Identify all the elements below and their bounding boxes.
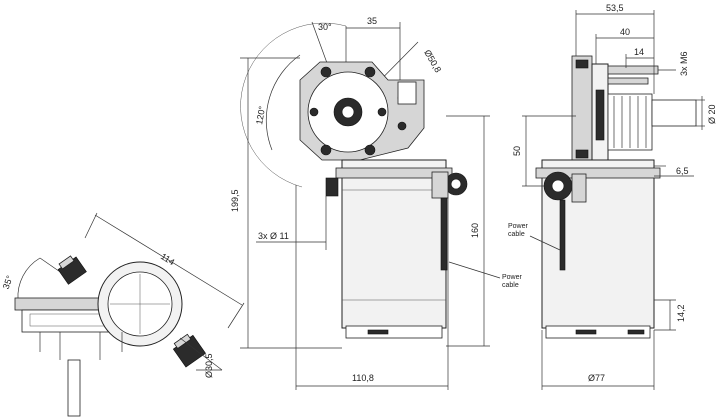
- dim-14-top: 14: [634, 47, 644, 57]
- dim-114: 114: [159, 251, 176, 267]
- dim-20: Ø 20: [707, 104, 717, 124]
- dim-14-2: 14,2: [676, 304, 686, 322]
- side-power-cable-label-2: cable: [508, 231, 525, 238]
- dim-40: 40: [620, 27, 630, 37]
- dim-120-deg: 120°: [254, 105, 267, 125]
- front-motor-body: [341, 159, 447, 329]
- iso-view: 114 35° Ø30,5: [1, 212, 245, 417]
- dim-77: Ø77: [588, 373, 605, 383]
- dim-50-8: Ø50,8: [422, 48, 443, 74]
- iso-connector-top: [57, 255, 87, 285]
- dim-3x-11: 3x Ø 11: [258, 231, 289, 241]
- front-power-cable: [440, 197, 448, 271]
- dim-35-top: 35: [367, 16, 377, 26]
- dim-30-deg: 30°: [318, 22, 332, 32]
- front-left-grommet: [325, 177, 339, 197]
- side-view: 53,5 40 14 3x M6 Ø 20 50 6,5 14,2 Ø77 Po…: [508, 3, 717, 390]
- dim-50: 50: [512, 146, 522, 156]
- dim-160: 160: [470, 223, 480, 238]
- front-power-cable-label-1: Power: [502, 274, 523, 281]
- dim-53-5: 53,5: [606, 3, 624, 13]
- iso-connector-bottom: [172, 333, 206, 368]
- dim-6-5: 6,5: [676, 166, 689, 176]
- iso-output-shaft: [67, 359, 81, 417]
- side-gearbox-flange: [571, 55, 593, 167]
- dim-199-5: 199,5: [230, 189, 240, 212]
- dim-110-8: 110,8: [352, 373, 374, 383]
- dim-30-5: Ø30,5: [204, 353, 214, 378]
- side-power-cable: [559, 199, 566, 271]
- front-view: 30° 35 Ø50,8 120°: [230, 16, 523, 390]
- front-power-cable-label-2: cable: [502, 282, 519, 289]
- side-output-shaft: [651, 99, 697, 127]
- dim-35-deg: 35°: [1, 274, 15, 291]
- dim-3x-m6: 3x M6: [679, 51, 689, 76]
- side-power-cable-label-1: Power: [508, 223, 529, 230]
